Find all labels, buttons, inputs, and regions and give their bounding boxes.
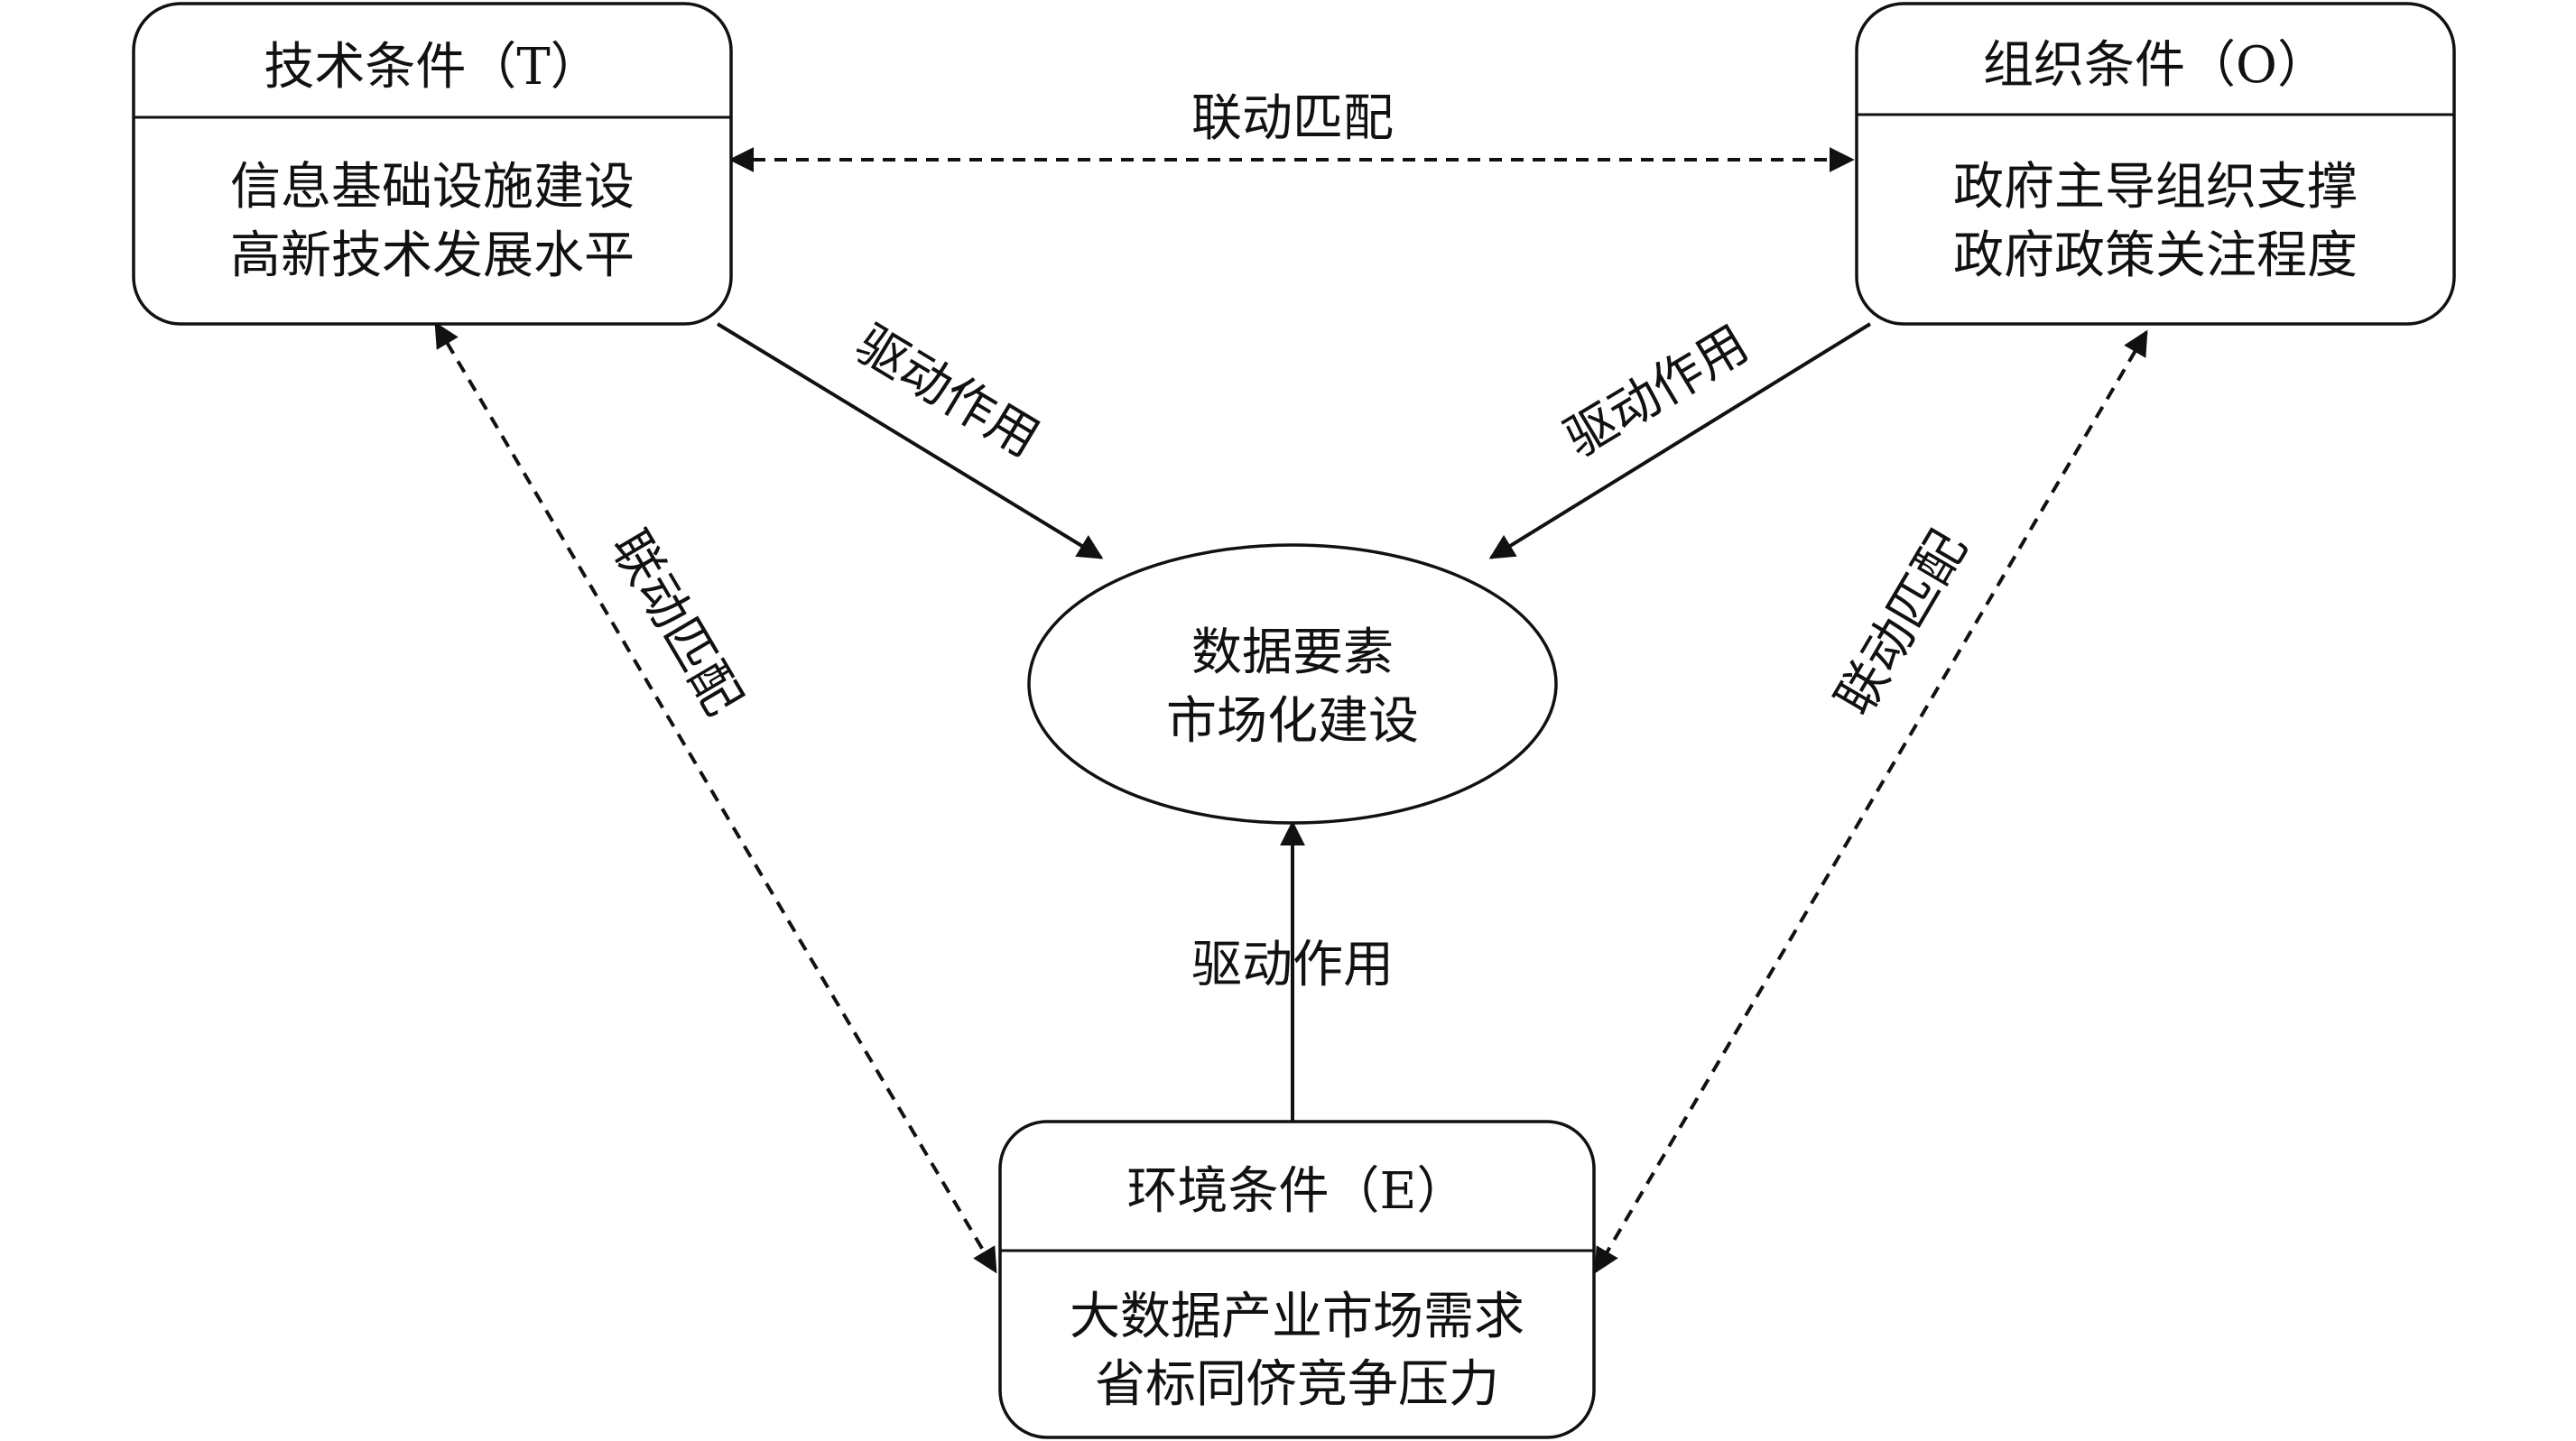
env-item-1: 大数据产业市场需求 xyxy=(1070,1288,1524,1346)
tech-center-label: 驱动作用 xyxy=(846,315,1049,469)
org-env-link xyxy=(1594,329,2148,1274)
tech-env-link-label: 联动匹配 xyxy=(599,522,753,725)
org-env-link-label: 联动匹配 xyxy=(1825,522,1978,725)
env-condition-box: 环境条件（E） 大数据产业市场需求 省标同侪竞争压力 xyxy=(998,1120,1596,1439)
center-line-2: 市场化建设 xyxy=(1166,692,1419,751)
org-item-1: 政府主导组织支撑 xyxy=(1953,158,2358,217)
env-center-label: 驱动作用 xyxy=(1191,936,1394,994)
tech-title: 技术条件（T） xyxy=(264,38,600,97)
tech-condition-box: 技术条件（T） 信息基础设施建设 高新技术发展水平 xyxy=(132,2,733,326)
org-item-2: 政府政策关注程度 xyxy=(1953,226,2358,285)
org-title: 组织条件（O） xyxy=(1983,36,2328,95)
tech-env-link xyxy=(434,321,997,1274)
tech-org-link-label: 联动匹配 xyxy=(1191,89,1394,148)
tech-item-2: 高新技术发展水平 xyxy=(230,226,635,285)
env-title: 环境条件（E） xyxy=(1127,1162,1468,1221)
tech-item-1: 信息基础设施建设 xyxy=(230,158,635,217)
org-center-label: 驱动作用 xyxy=(1555,315,1758,469)
tech-center-arrow xyxy=(716,322,1104,559)
org-condition-box: 组织条件（O） 政府主导组织支撑 政府政策关注程度 xyxy=(1855,2,2456,326)
center-node: 数据要素 市场化建设 xyxy=(1027,543,1558,825)
org-center-arrow xyxy=(1488,322,1872,559)
env-item-2: 省标同侪竞争压力 xyxy=(1095,1355,1499,1414)
center-line-1: 数据要素 xyxy=(1191,624,1394,682)
